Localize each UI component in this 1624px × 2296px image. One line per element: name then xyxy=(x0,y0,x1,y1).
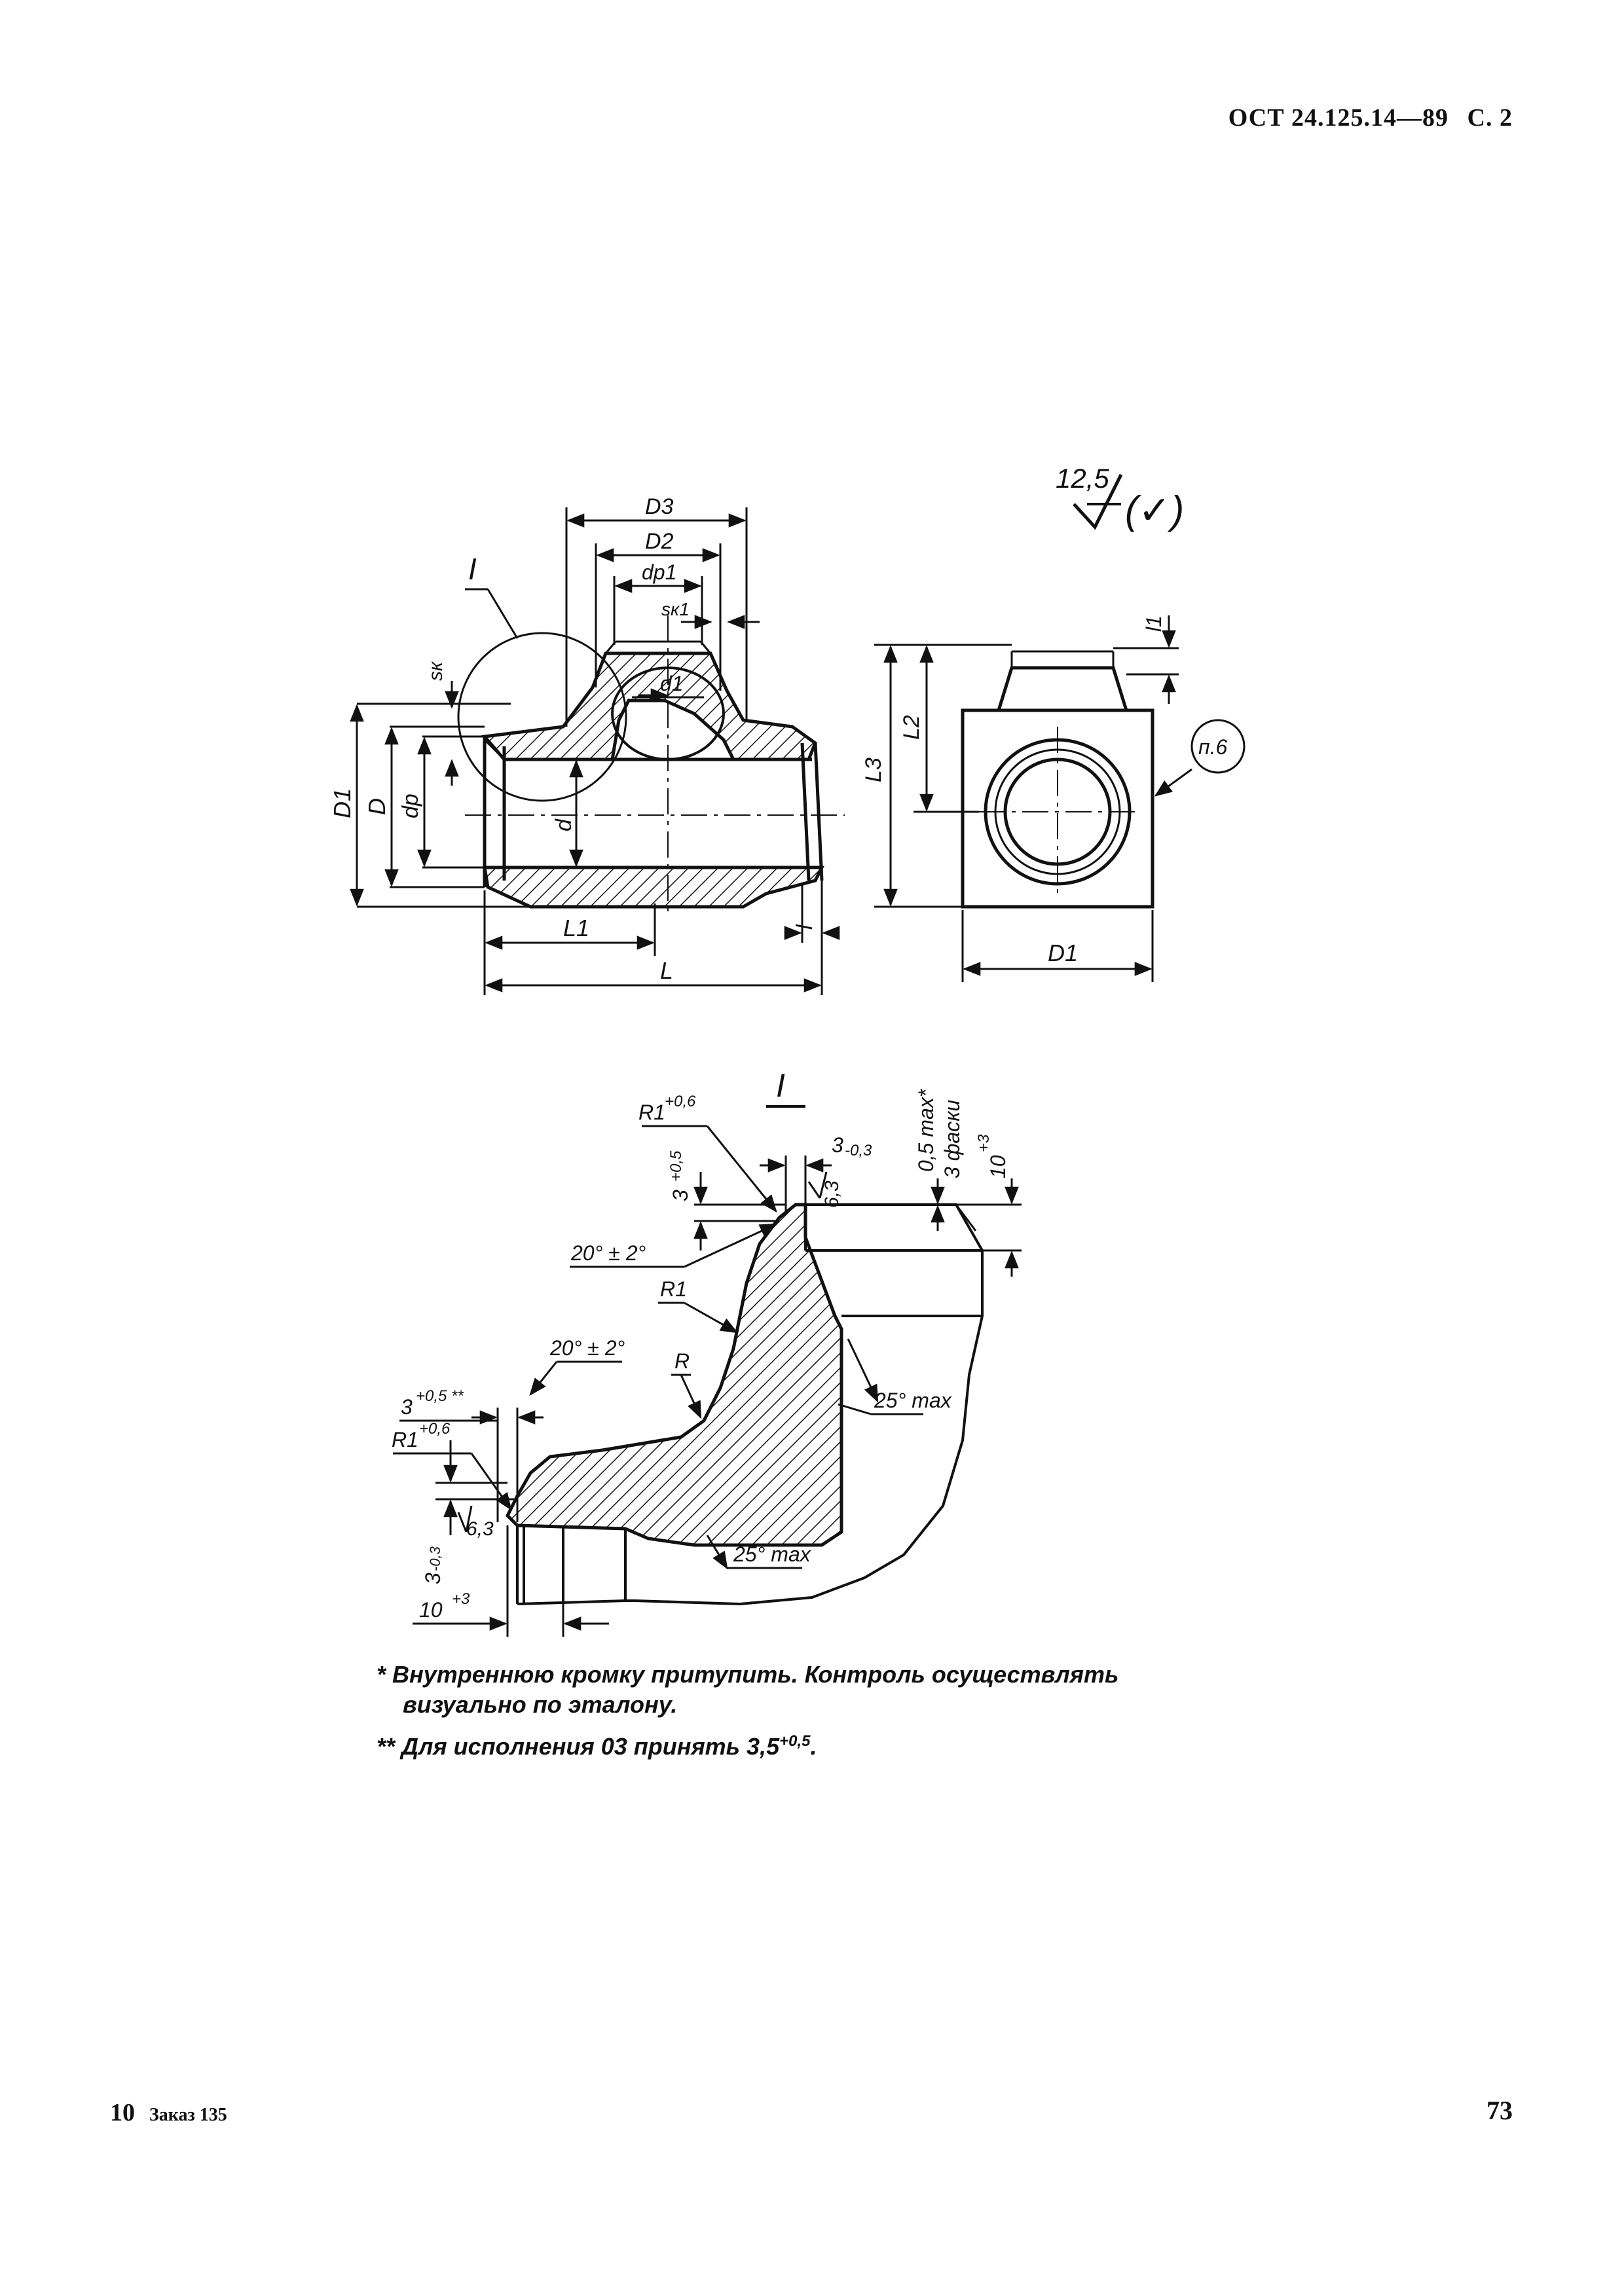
footnotes: * Внутреннюю кромку притупить. Контроль … xyxy=(377,1656,1118,1765)
label-chamfer-left-tol: +0,5 ** xyxy=(416,1387,464,1405)
label-chamfer-top-tol: +0,5 xyxy=(667,1150,685,1182)
dim-L2: L2 xyxy=(899,715,924,740)
label-r1-top: R1 xyxy=(638,1101,665,1124)
document-header: ОСТ 24.125.14—89 С. 2 xyxy=(1217,103,1513,132)
label-ten-bottom: 10 xyxy=(419,1598,443,1622)
label-chamfer-top: 3 xyxy=(669,1190,692,1201)
tee-wall-bottom xyxy=(483,866,825,909)
footnote-2-tol: +0,5 xyxy=(779,1732,811,1750)
label-rough-left: 6,3 xyxy=(466,1518,494,1540)
label-rough-top: 6,3 xyxy=(821,1180,843,1208)
dim-d: d xyxy=(551,818,576,831)
page-number: 73 xyxy=(1486,2096,1513,2125)
label-angle-left: 20° ± 2° xyxy=(549,1336,625,1360)
footnote-1-cont: визуально по эталону. xyxy=(403,1691,678,1718)
label-r1-top-tol: +0,6 xyxy=(665,1093,696,1110)
roughness-general: (✓) xyxy=(1125,488,1184,532)
label-w3-left-tol: -0,3 xyxy=(427,1546,443,1571)
sheet-number: 10 xyxy=(110,2099,135,2126)
footnote-2-end: . xyxy=(810,1733,817,1760)
label-R: R xyxy=(674,1349,690,1373)
detail-ref-label: I xyxy=(468,552,477,586)
tee-front-view xyxy=(457,615,845,917)
dim-l: l xyxy=(792,924,817,930)
label-facet: 3 фаски xyxy=(940,1100,964,1178)
detail-section xyxy=(505,1203,843,1547)
dim-D2: D2 xyxy=(645,529,674,554)
label-r1-left: R1 xyxy=(392,1428,418,1451)
label-ten-bottom-tol: +3 xyxy=(452,1590,470,1608)
detail-title: I xyxy=(776,1067,785,1104)
dim-d1: d1 xyxy=(660,672,684,695)
detail-labels: R1 +0,6 3 +0,5 3 -0,3 6,3 0,5 max* 3 фас… xyxy=(392,1088,1010,1622)
side-dimensions xyxy=(874,615,1192,982)
dim-D1-side: D1 xyxy=(1048,939,1078,966)
detail-dimensions xyxy=(393,1125,1022,1637)
label-angle-top: 20° ± 2° xyxy=(570,1241,646,1265)
dim-D1: D1 xyxy=(329,788,356,818)
label-R1: R1 xyxy=(660,1277,687,1301)
dim-D3: D3 xyxy=(645,494,674,519)
dim-sk1: sк1 xyxy=(661,599,690,619)
note-ref-circle xyxy=(1190,719,1246,774)
page-ref: С. 2 xyxy=(1467,104,1513,132)
label-w3: 3 xyxy=(832,1133,843,1157)
dim-L1: L1 xyxy=(563,915,589,941)
front-dimension-labels: I D3 D2 dp1 sк1 d1 sк D1 D dp d L1 L l xyxy=(329,494,817,984)
front-dimensions xyxy=(350,507,840,995)
dim-L3: L3 xyxy=(861,757,886,782)
label-r1-left-tol: +0,6 xyxy=(419,1420,451,1438)
detail-I: I xyxy=(505,1067,984,1606)
side-dimension-labels: L3 L2 l1 D1 п.6 xyxy=(861,615,1246,966)
roughness-value: 12,5 xyxy=(1056,463,1109,494)
dim-sk: sк xyxy=(425,661,447,681)
dim-D: D xyxy=(363,798,390,815)
tee-side-view xyxy=(961,650,1154,909)
note-ref: п.6 xyxy=(1198,735,1228,759)
footnote-1: * Внутреннюю кромку притупить. Контроль … xyxy=(377,1661,1119,1688)
footer-left: 10 Заказ 135 xyxy=(110,2098,227,2127)
label-max25-bottom: 25° max xyxy=(733,1542,811,1566)
dim-dp: dp xyxy=(398,793,423,818)
dim-L: L xyxy=(660,957,673,984)
roughness-symbol: 12,5 (✓) xyxy=(1056,463,1184,532)
doc-number: ОСТ 24.125.14—89 xyxy=(1228,104,1449,132)
footnote-2-text: ** Для исполнения 03 принять 3,5 xyxy=(377,1733,780,1760)
label-ten-top-tol: +3 xyxy=(975,1134,993,1152)
footnote-2: ** Для исполнения 03 принять 3,5+0,5. xyxy=(377,1723,1118,1765)
label-ten-top: 10 xyxy=(986,1155,1010,1178)
dim-l1: l1 xyxy=(1142,615,1166,632)
label-max25-right: 25° max xyxy=(874,1389,952,1412)
dim-dp1: dp1 xyxy=(642,560,676,584)
label-w3-tol: -0,3 xyxy=(845,1142,872,1159)
order-number: Заказ 135 xyxy=(149,2105,227,2125)
label-w3-left: 3 xyxy=(421,1573,445,1584)
label-max05: 0,5 max* xyxy=(914,1088,938,1172)
label-chamfer-left: 3 xyxy=(401,1395,413,1419)
